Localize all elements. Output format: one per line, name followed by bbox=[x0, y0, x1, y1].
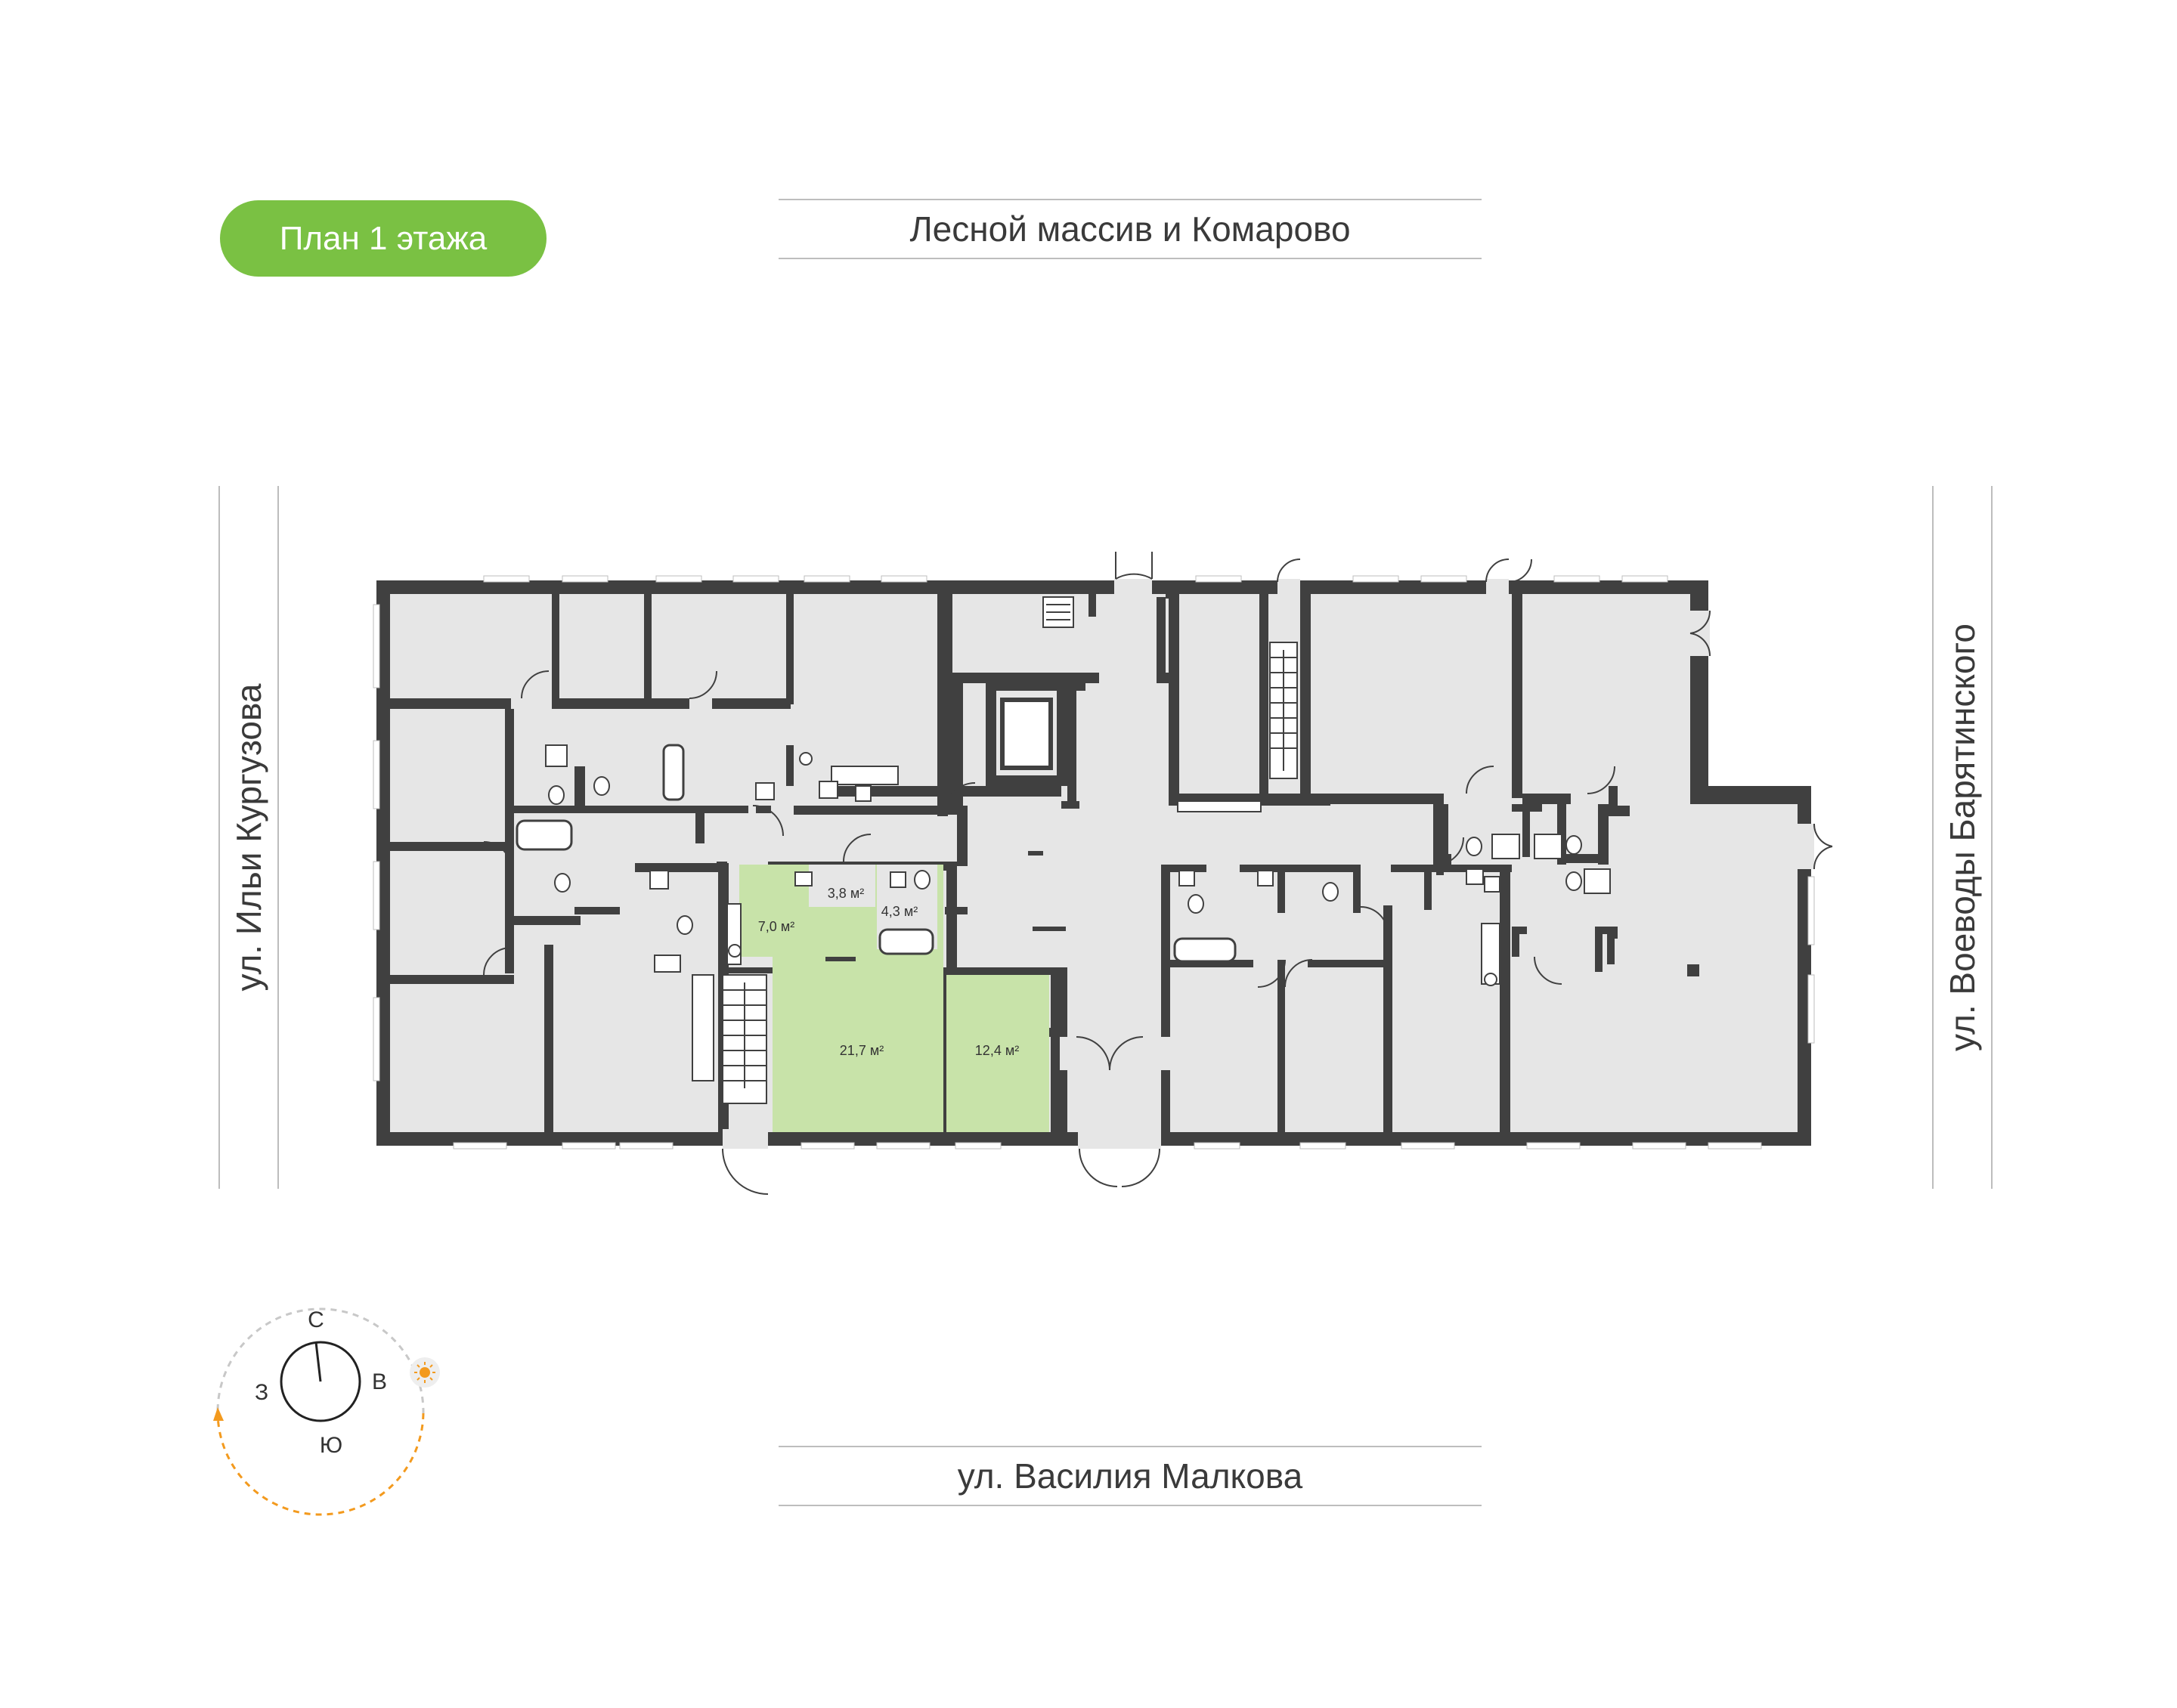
room-area-12-4: 12,4 м² bbox=[975, 1043, 1019, 1058]
street-east: ул. Воеводы Барятинского bbox=[1932, 486, 1993, 1189]
compass-needle bbox=[314, 1341, 322, 1382]
compass-north: С bbox=[308, 1307, 324, 1332]
street-south: ул. Василия Малкова bbox=[779, 1446, 1482, 1506]
sanitary-fixtures bbox=[545, 744, 1611, 935]
room-area-21-7: 21,7 м² bbox=[840, 1043, 884, 1058]
street-north: Лесной массив и Комарово bbox=[779, 199, 1482, 259]
room-area-4-3: 4,3 м² bbox=[881, 904, 918, 919]
street-south-label: ул. Василия Малкова bbox=[957, 1456, 1303, 1496]
door-swings bbox=[483, 552, 1833, 1195]
kitchens bbox=[654, 752, 1500, 1081]
sun-path-day bbox=[216, 1409, 425, 1516]
lift bbox=[1000, 698, 1053, 770]
compass: С В Ю З bbox=[213, 1307, 440, 1516]
stairs bbox=[722, 596, 1298, 1104]
compass-east: В bbox=[372, 1369, 387, 1394]
entrances bbox=[723, 579, 1814, 1149]
compass-south: Ю bbox=[320, 1433, 342, 1458]
sun-icon bbox=[410, 1357, 440, 1388]
street-west: ул. Ильи Кургузова bbox=[218, 486, 279, 1189]
windows bbox=[373, 575, 1815, 1149]
highlighted-apartment bbox=[739, 865, 1049, 1132]
room-area-3-8: 3,8 м² bbox=[828, 886, 864, 901]
sun-path-arrow bbox=[213, 1407, 224, 1421]
room-area-7-0: 7,0 м² bbox=[758, 919, 794, 934]
compass-west: З bbox=[255, 1380, 268, 1405]
bathtubs bbox=[516, 744, 1237, 963]
apartment-partitions bbox=[825, 851, 1066, 961]
street-north-label: Лесной массив и Комарово bbox=[909, 209, 1351, 249]
floor-plan-badge: План 1 этажа bbox=[220, 200, 547, 277]
